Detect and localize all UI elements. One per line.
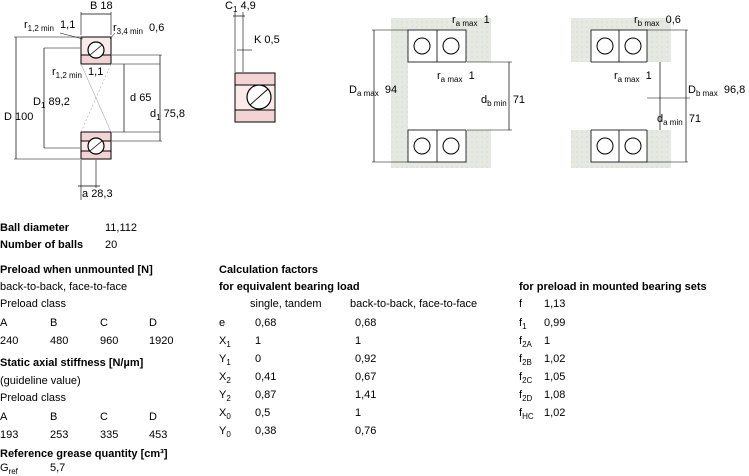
- stiffness-class: C: [100, 411, 108, 423]
- label-d: d 65: [130, 92, 152, 104]
- calc-col1-header: single, tandem: [250, 298, 322, 310]
- calc-row-v1: 0: [255, 353, 262, 365]
- mounted-row-value: 1,08: [544, 389, 566, 401]
- stiffness-value: 335: [100, 429, 119, 441]
- calc-row-v2: 1,41: [355, 389, 377, 401]
- mounted-row-value: 0,99: [544, 317, 566, 329]
- label-C1: C1 4,9: [225, 0, 256, 15]
- stiffness-note: (guideline value): [0, 375, 81, 387]
- preload-class: A: [0, 317, 8, 329]
- ball-diameter-value: 11,112: [105, 222, 138, 234]
- calc-col2-header: back-to-back, face-to-face: [350, 298, 478, 310]
- stiffness-class: D: [149, 411, 157, 423]
- stiffness-value: 193: [0, 429, 19, 441]
- label-D1: D1 89,2: [33, 96, 70, 111]
- mounting-drawing-2: [571, 18, 690, 168]
- calc-row-v1: 0,38: [255, 425, 277, 437]
- label-Da: Da max 94: [349, 84, 398, 99]
- number-of-balls-label: Number of balls: [0, 239, 84, 251]
- stiffness-heading: Static axial stiffness [N/µm]: [0, 357, 144, 369]
- grease-symbol: Gref: [0, 462, 18, 476]
- calc-row-v1: 0,5: [255, 407, 271, 419]
- mounted-row-value: 1,02: [544, 407, 566, 419]
- mounted-row-value: 1,05: [544, 371, 566, 383]
- calc-row-v1: 0,87: [255, 389, 277, 401]
- stiffness-class: A: [0, 411, 8, 423]
- mounted-row-symbol: f2D: [519, 389, 533, 404]
- calc-row-symbol: Y2: [219, 389, 231, 404]
- detail-drawing: [233, 12, 276, 123]
- stiffness-class: B: [50, 411, 58, 423]
- calc-subheading: for equivalent bearing load: [219, 281, 360, 293]
- calc-row-symbol: X2: [219, 371, 231, 386]
- calc-row-symbol: X0: [219, 407, 231, 422]
- ball-diameter-label: Ball diameter: [0, 222, 70, 234]
- label-da: da min 71: [657, 113, 702, 128]
- preload-value: 240: [0, 335, 19, 347]
- label-d1: d1 75,8: [150, 108, 186, 123]
- mounted-row-symbol: fHC: [519, 407, 534, 422]
- calc-row-v2: 0,76: [355, 425, 377, 437]
- label-ra-mid: ra max 1: [437, 70, 475, 85]
- calc-row-symbol: Y0: [219, 425, 231, 440]
- grease-heading: Reference grease quantity [cm³]: [0, 448, 168, 460]
- label-r12-top: r1,2 min 1,1: [24, 19, 76, 34]
- preload-class: B: [50, 317, 58, 329]
- label-K: K 0,5: [254, 34, 280, 46]
- calc-row-symbol: X1: [219, 335, 231, 350]
- calc-row-v2: 1: [355, 407, 362, 419]
- mounted-row-symbol: f: [519, 298, 523, 310]
- label-ra-top: ra max 1: [452, 14, 490, 29]
- preload-class-label: Preload class: [0, 298, 67, 310]
- label-db: db min 71: [481, 94, 526, 109]
- grease-value: 5,7: [50, 462, 66, 474]
- label-rb: rb max 0,6: [634, 14, 681, 29]
- calc-row-v1: 0,68: [255, 317, 277, 329]
- mounting-drawing-1: [372, 18, 512, 168]
- calc-row-v2: 0,68: [355, 317, 377, 329]
- calc-row-v2: 0,92: [355, 353, 377, 365]
- preload-value: 1920: [149, 335, 174, 347]
- calc-row-symbol: Y1: [219, 353, 231, 368]
- mounted-row-value: 1,13: [544, 298, 566, 310]
- mounted-row-value: 1,02: [544, 353, 566, 365]
- preload-heading: Preload when unmounted [N]: [0, 264, 153, 276]
- preload-value: 480: [50, 335, 69, 347]
- number-of-balls-value: 20: [105, 239, 118, 251]
- stiffness-value: 453: [149, 429, 168, 441]
- cross-section-drawing: [14, 12, 162, 200]
- preload-arrangement: back-to-back, face-to-face: [0, 281, 128, 293]
- mounted-row-symbol: f1: [519, 317, 527, 332]
- calc-row-v2: 1: [355, 335, 362, 347]
- mounted-row-symbol: f2A: [519, 335, 532, 350]
- label-a: a 28,3: [82, 188, 113, 200]
- preload-class: D: [149, 317, 157, 329]
- mounted-row-symbol: f2C: [519, 371, 533, 386]
- preload-value: 960: [100, 335, 119, 347]
- label-ra-right: ra max 1: [614, 70, 652, 85]
- label-D: D 100: [4, 111, 34, 123]
- mounted-heading: for preload in mounted bearing sets: [519, 281, 707, 293]
- preload-class: C: [100, 317, 108, 329]
- calc-row-v1: 1: [255, 335, 262, 347]
- calc-row-v2: 0,67: [355, 371, 377, 383]
- label-r12-mid: r1,2 min 1,1: [52, 66, 104, 81]
- calc-row-v1: 0,41: [255, 371, 277, 383]
- label-r34: r3,4 min 0,6: [113, 22, 165, 37]
- label-B: B 18: [90, 0, 113, 12]
- calc-heading: Calculation factors: [219, 264, 319, 276]
- stiffness-value: 253: [50, 429, 69, 441]
- bearing-drawings: [14, 12, 690, 200]
- mounted-row-symbol: f2B: [519, 353, 532, 368]
- mounted-row-value: 1: [544, 335, 551, 347]
- calc-row-symbol: e: [219, 317, 226, 329]
- stiffness-class-label: Preload class: [0, 392, 67, 404]
- label-Db: Db max 96,8: [688, 84, 746, 99]
